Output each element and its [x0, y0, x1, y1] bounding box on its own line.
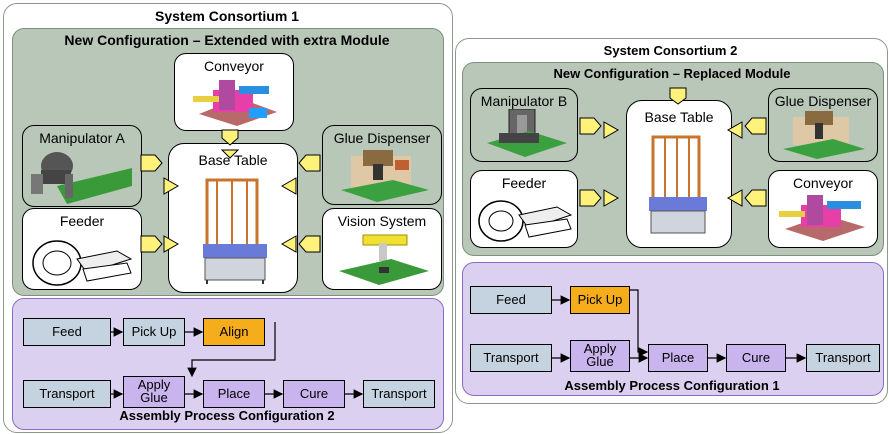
base-table-1[interactable]: Base Table — [168, 143, 298, 293]
module-label: Vision System — [337, 213, 427, 229]
feeder-icon — [478, 200, 573, 242]
step-transport-2[interactable]: Transport — [806, 344, 880, 372]
module-label: Glue Dispenser — [333, 130, 431, 146]
consortium-2-title: System Consortium 2 — [603, 43, 738, 58]
process-arrows-2 — [552, 289, 807, 363]
base-table-label: Base Table — [644, 109, 714, 125]
configuration-2-title: New Configuration – Replaced Module — [553, 66, 791, 81]
base-table-icon — [649, 135, 707, 234]
module-label: Manipulator A — [39, 130, 125, 146]
step-transport-1[interactable]: Transport — [23, 380, 111, 408]
module-glue-dispenser[interactable]: Glue Dispenser — [322, 125, 442, 205]
step-place[interactable]: Place — [203, 380, 265, 408]
module-label: Feeder — [501, 175, 547, 191]
step-apply-glue[interactable]: Apply Glue — [570, 340, 630, 372]
module-label: Glue Dispenser — [774, 93, 872, 109]
process-configuration-2-title: Assembly Process Configuration 2 — [119, 408, 335, 423]
module-label: Conveyor — [793, 175, 853, 191]
step-pick-up[interactable]: Pick Up — [570, 286, 630, 314]
manipulator-icon — [487, 109, 567, 157]
step-align[interactable]: Align — [203, 318, 265, 346]
consortium-1-title: System Consortium 1 — [155, 8, 299, 24]
step-apply-glue[interactable]: Apply Glue — [123, 376, 185, 408]
base-table-label: Base Table — [198, 152, 268, 168]
module-feeder[interactable]: Feeder — [22, 208, 142, 290]
step-cure[interactable]: Cure — [726, 344, 786, 372]
glue-dispenser-icon — [783, 111, 865, 159]
conveyor-icon — [193, 80, 277, 126]
process-arrows-1 — [111, 322, 364, 399]
step-place[interactable]: Place — [648, 344, 708, 372]
module-manipulator-a[interactable]: Manipulator A — [22, 125, 142, 207]
step-transport-2[interactable]: Transport — [363, 380, 435, 408]
step-transport-1[interactable]: Transport — [470, 344, 552, 372]
module-manipulator-b[interactable]: Manipulator B — [470, 88, 578, 162]
glue-dispenser-icon — [341, 150, 429, 202]
module-conveyor-c2[interactable]: Conveyor — [768, 170, 878, 248]
vision-system-icon — [339, 234, 429, 285]
step-cure[interactable]: Cure — [283, 380, 345, 408]
step-feed[interactable]: Feed — [23, 318, 111, 346]
conveyor-icon — [779, 195, 865, 241]
module-vision-system[interactable]: Vision System — [322, 208, 442, 290]
interface-connectors — [140, 87, 767, 253]
module-glue-dispenser-c2[interactable]: Glue Dispenser — [768, 88, 878, 162]
step-pick-up[interactable]: Pick Up — [123, 318, 185, 346]
module-feeder-c2[interactable]: Feeder — [470, 170, 578, 248]
module-label: Feeder — [59, 213, 105, 229]
base-table-2[interactable]: Base Table — [626, 100, 732, 248]
base-table-icon — [203, 178, 267, 284]
feeder-icon — [32, 240, 133, 286]
module-label: Manipulator B — [480, 93, 568, 109]
process-configuration-1-panel — [462, 262, 884, 396]
process-configuration-1-title: Assembly Process Configuration 1 — [564, 378, 780, 393]
step-feed[interactable]: Feed — [470, 286, 552, 314]
manipulator-icon — [31, 152, 132, 204]
configuration-1-title: New Configuration – Extended with extra … — [64, 32, 390, 48]
module-label: Conveyor — [204, 58, 264, 74]
module-conveyor[interactable]: Conveyor — [174, 53, 294, 131]
